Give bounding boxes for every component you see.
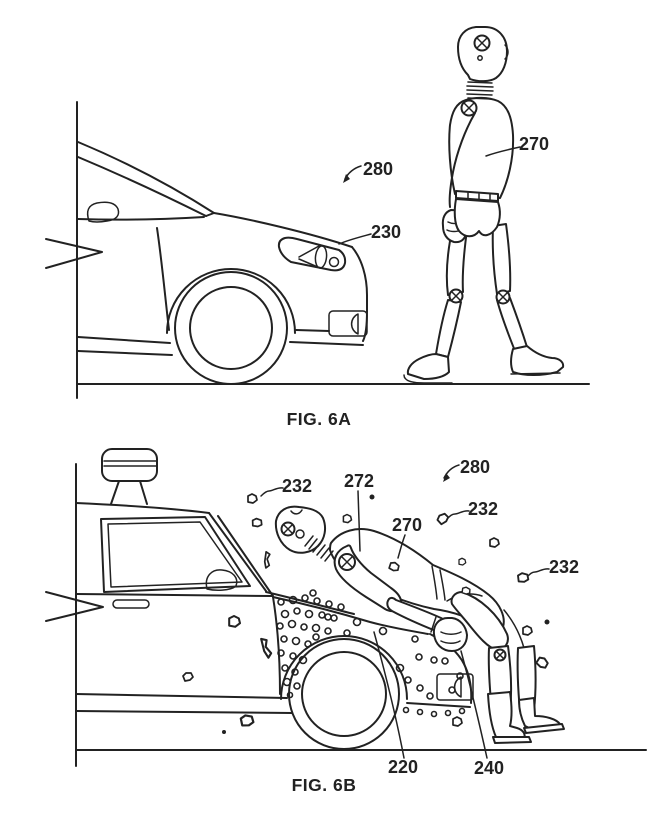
ref-232-right: 232 <box>527 557 579 577</box>
ref-label-230: 230 <box>371 222 401 242</box>
neck-spring-6b <box>304 535 334 562</box>
debris-chunks <box>182 493 550 734</box>
ref-232-leader-right <box>527 568 550 577</box>
front-wheel-6b <box>288 638 400 750</box>
ref-270-6a: 270 <box>485 134 549 157</box>
front-wheel-6a <box>174 271 288 385</box>
ref-label-280-6b: 280 <box>460 457 490 477</box>
knee-markers-6a <box>448 288 511 305</box>
break-line-6a <box>45 101 103 399</box>
ref-272-line <box>357 490 361 552</box>
ref-label-270-6b: 270 <box>392 515 422 535</box>
ref-230-leader <box>338 233 372 245</box>
shoulder-marker-6a <box>460 99 478 117</box>
ref-label-240: 240 <box>474 758 504 778</box>
vehicle-6b <box>75 448 474 750</box>
caption-fig-6b: FIG. 6B <box>292 775 357 795</box>
ref-232-leader-upper-right <box>447 510 470 519</box>
ref-label-270-6a: 270 <box>519 134 549 154</box>
ref-240-leader <box>460 650 488 759</box>
roof-sensor-dome <box>101 448 158 505</box>
ref-280-arrow-6b <box>443 464 460 479</box>
ref-240: 240 <box>460 650 504 778</box>
caption-fig-6a: FIG. 6A <box>287 409 352 429</box>
ref-label-220: 220 <box>388 757 418 777</box>
ref-232-leader-upper-left <box>260 487 284 497</box>
ref-label-280-6a: 280 <box>363 159 393 179</box>
ref-label-232-upper-left: 232 <box>282 476 312 496</box>
vehicle-6a <box>77 141 368 385</box>
door-handle <box>112 599 150 609</box>
adhesive-particle-field <box>276 589 466 718</box>
labels-6b: 232 272 280 270 232 232 <box>260 457 579 778</box>
labels-6a: 280 230 270 <box>338 134 549 245</box>
pedestrian-dummy-6a <box>403 26 565 384</box>
head-marker-6b <box>280 521 305 539</box>
pedestrian-dummy-6b <box>274 505 565 744</box>
ref-232-upper-left: 232 <box>260 476 312 497</box>
ref-230-6a: 230 <box>338 222 401 245</box>
shoulder-marker-6b <box>338 553 356 571</box>
figure-6a: 280 230 270 FIG. 6A <box>45 26 590 429</box>
knee-marker-6b <box>493 648 507 662</box>
ref-280-6b: 280 <box>443 457 490 482</box>
ref-270-leader-6b <box>397 534 406 559</box>
ref-label-232-upper-right: 232 <box>468 499 498 519</box>
ref-270-leader-6a <box>485 146 521 157</box>
figure-6b: 232 272 280 270 232 232 <box>45 448 647 795</box>
ref-280-6a: 280 <box>343 159 393 183</box>
break-line-6b <box>45 463 104 767</box>
head-marker-6a <box>473 34 491 61</box>
ref-220: 220 <box>373 631 418 777</box>
ref-label-272: 272 <box>344 471 374 491</box>
ref-220-leader <box>373 631 405 759</box>
ref-272: 272 <box>344 471 374 552</box>
ref-label-232-right: 232 <box>549 557 579 577</box>
ref-232-upper-right: 232 <box>447 499 498 519</box>
ref-270-6b: 270 <box>392 515 422 559</box>
fog-light-6b <box>436 673 474 701</box>
